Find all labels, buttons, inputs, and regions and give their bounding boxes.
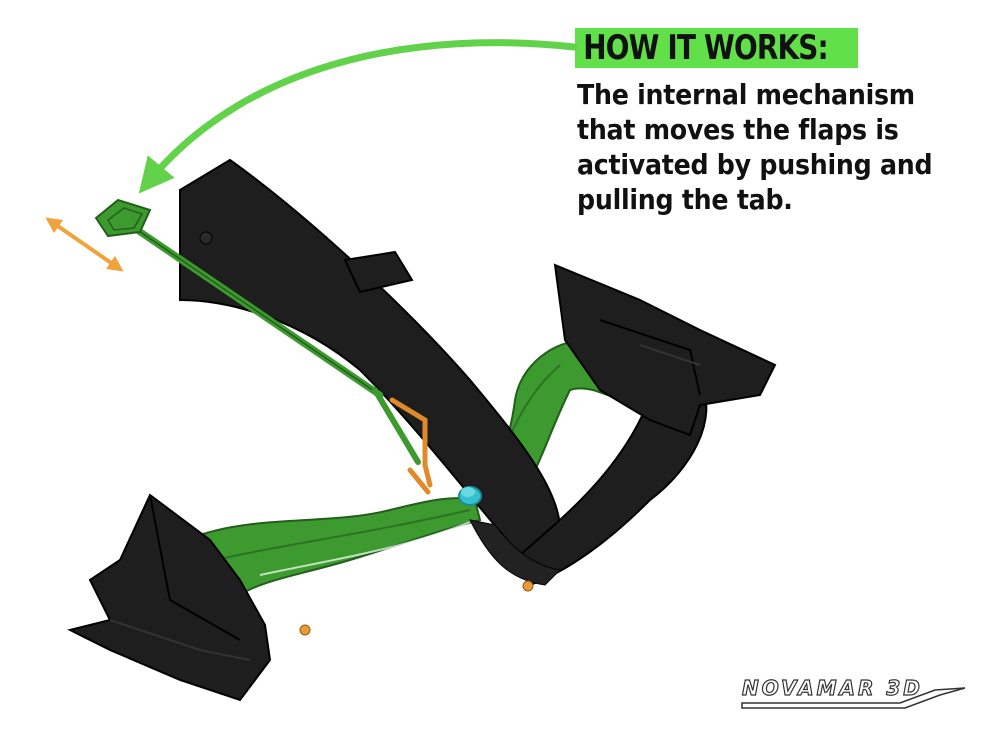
how-it-works-heading: HOW IT WORKS:: [583, 28, 829, 68]
novamar-logo-text: NOVAMAR 3D: [741, 675, 923, 700]
double-arrow-icon: [45, 217, 124, 272]
heading-highlight: [575, 28, 858, 68]
front-wing-model: [67, 158, 777, 702]
nose-cone: [179, 158, 562, 558]
novamar-logo-icon: [741, 687, 966, 709]
mechanism-description: The internal mechanism that moves the fl…: [577, 79, 933, 216]
curved-arrow-icon: [138, 39, 578, 194]
linkage-arm-green: [372, 387, 421, 465]
right-endplate: [553, 263, 777, 437]
linkage-arm-orange: [389, 397, 433, 488]
push-pull-tab: [94, 198, 152, 238]
